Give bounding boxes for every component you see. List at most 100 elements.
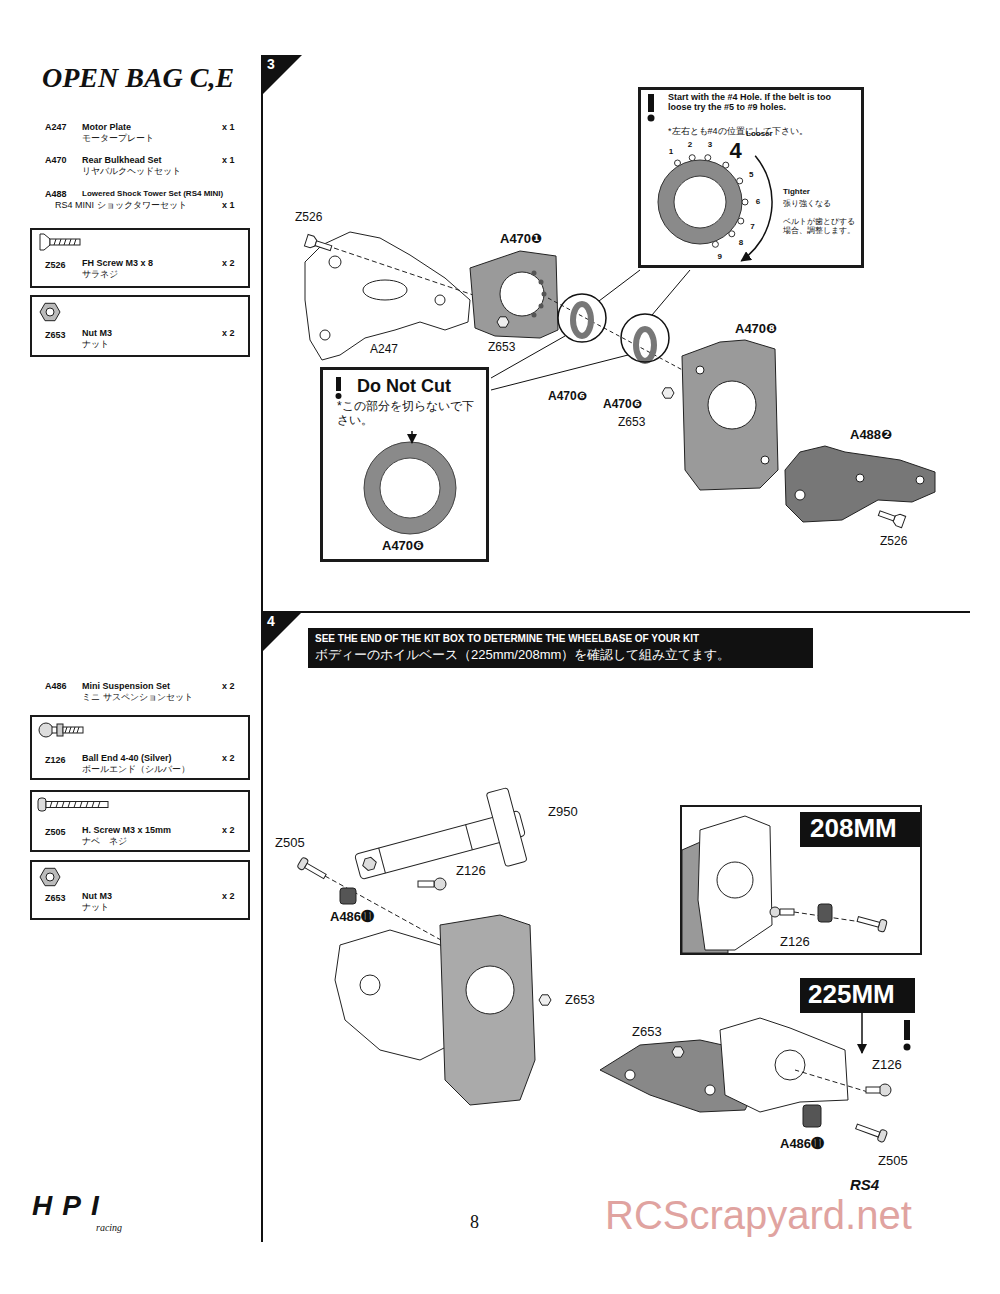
step4-drawing [857,917,880,928]
callout-label: Z126 [872,1058,902,1073]
part-icon [50,802,100,808]
part-icon [52,727,57,733]
part-icon [46,873,54,881]
step4-drawing [795,1070,868,1092]
quantity: x 2 [222,753,235,763]
part-icon [40,234,50,250]
part-name: FH Screw M3 x 8 [82,258,153,268]
pulley-drawing [729,231,735,237]
step3-drawing [500,272,544,316]
ring-drawing [411,431,413,443]
step3-drawing [761,456,769,464]
part-number: Z126 [45,755,66,765]
parts-box: Z653Nut M3ナットx 2 [30,860,250,920]
hole-number: 6 [756,197,760,206]
step4-drawing [770,907,780,917]
step4-drawing [379,848,386,873]
quantity: x 2 [222,328,235,338]
step4-drawing [720,1018,848,1112]
parts-box: Z653Nut M3ナットx 2 [30,295,250,357]
step4-drawing [803,1105,821,1127]
step4-drawing [854,1121,887,1143]
part-name-ja: RS4 MINI ショックタワーセット [55,200,187,210]
step3-drawing [532,313,537,318]
part-name: H. Screw M3 x 15mm [82,825,171,835]
part-number: A486 [45,681,67,691]
step4-drawing [861,1013,863,1053]
step4-drawing [348,786,532,903]
step3-drawing [539,280,544,285]
step3-drawing [878,511,895,521]
note-box: Start with the #4 Hole. If the belt is t… [638,87,864,268]
step4-drawing [297,857,328,882]
step4-drawing [705,1085,715,1095]
pulley-drawing [738,218,744,224]
step4-drawing [305,863,327,878]
direction-label: Looser [746,129,773,138]
part-icon [50,239,80,245]
step3-drawing [708,381,756,429]
step4-drawing [818,904,832,922]
step-number: 4 [262,612,302,652]
part-name-ja: リヤバルクヘッドセット [82,166,181,176]
note-text-ja: ベルトが歯とびする場合、調整します。 [783,217,857,235]
step4-drawing [698,816,772,950]
callout-label: A470❻ [603,398,642,412]
hole-number: 8 [739,238,743,247]
callout-label: Z505 [275,836,305,851]
step3-drawing [795,490,805,500]
hole-number: 5 [749,170,753,179]
step4-drawing [775,1050,805,1080]
callout-label: A486⓫ [780,1137,824,1152]
pulley-drawing [723,162,729,168]
step4-drawing [418,881,434,887]
wheelbase-label: 225MM [808,980,895,1010]
step4-drawing [780,909,794,915]
warning-text-ja: *この部分を切らないで下さい。 [337,400,482,428]
quantity: x 2 [222,891,235,901]
part-icon [46,802,108,808]
quantity: x 1 [222,200,235,210]
part-number: Z653 [45,330,66,340]
quantity: x 2 [222,681,235,691]
step3-drawing [892,513,906,528]
product-logo: RS4 [850,1176,879,1193]
pulley-drawing [666,168,734,236]
warning-symbol [648,115,655,122]
hole-number: 3 [708,140,712,149]
part-name: Motor Plate [82,122,131,132]
warning-title: Do Not Cut [357,376,451,397]
step3-drawing [435,295,445,305]
parts-box: Z526FH Screw M3 x 8サラネジx 2 [30,228,250,288]
part-icon [65,727,79,733]
step3-drawing [363,280,407,300]
frame-line [262,611,970,613]
page-title: OPEN BAG C,E [42,62,234,94]
step3-drawing [497,317,509,327]
callout-label: Z126 [780,935,810,950]
callout-label: Z126 [456,864,486,879]
pulley-drawing [674,176,726,228]
step3-drawing [304,232,935,528]
part-name-ja: ナット [82,339,109,349]
pulley-drawing [705,155,711,161]
step3-drawing [491,355,628,390]
step3-drawing [652,270,690,315]
hole-number: 4 [729,140,741,162]
step3-drawing [636,329,654,361]
pulley-drawing [737,178,743,184]
pulley-drawing [741,156,772,261]
part-name-ja: ボールエンド（シルバー） [82,764,190,774]
step4-drawing [672,1047,684,1057]
step4-drawing [879,1084,891,1096]
callout-label: Z653 [488,341,515,355]
step3-drawing [334,248,488,300]
wheelbase-tag: 208MM [800,812,920,847]
step3-drawing [315,241,332,251]
step4-drawing [625,1070,635,1080]
warning-symbol [336,393,342,399]
step3-drawing [470,251,558,338]
callout-label: Z505 [878,1154,908,1169]
warning-symbol [336,377,341,391]
quantity: x 2 [222,825,235,835]
